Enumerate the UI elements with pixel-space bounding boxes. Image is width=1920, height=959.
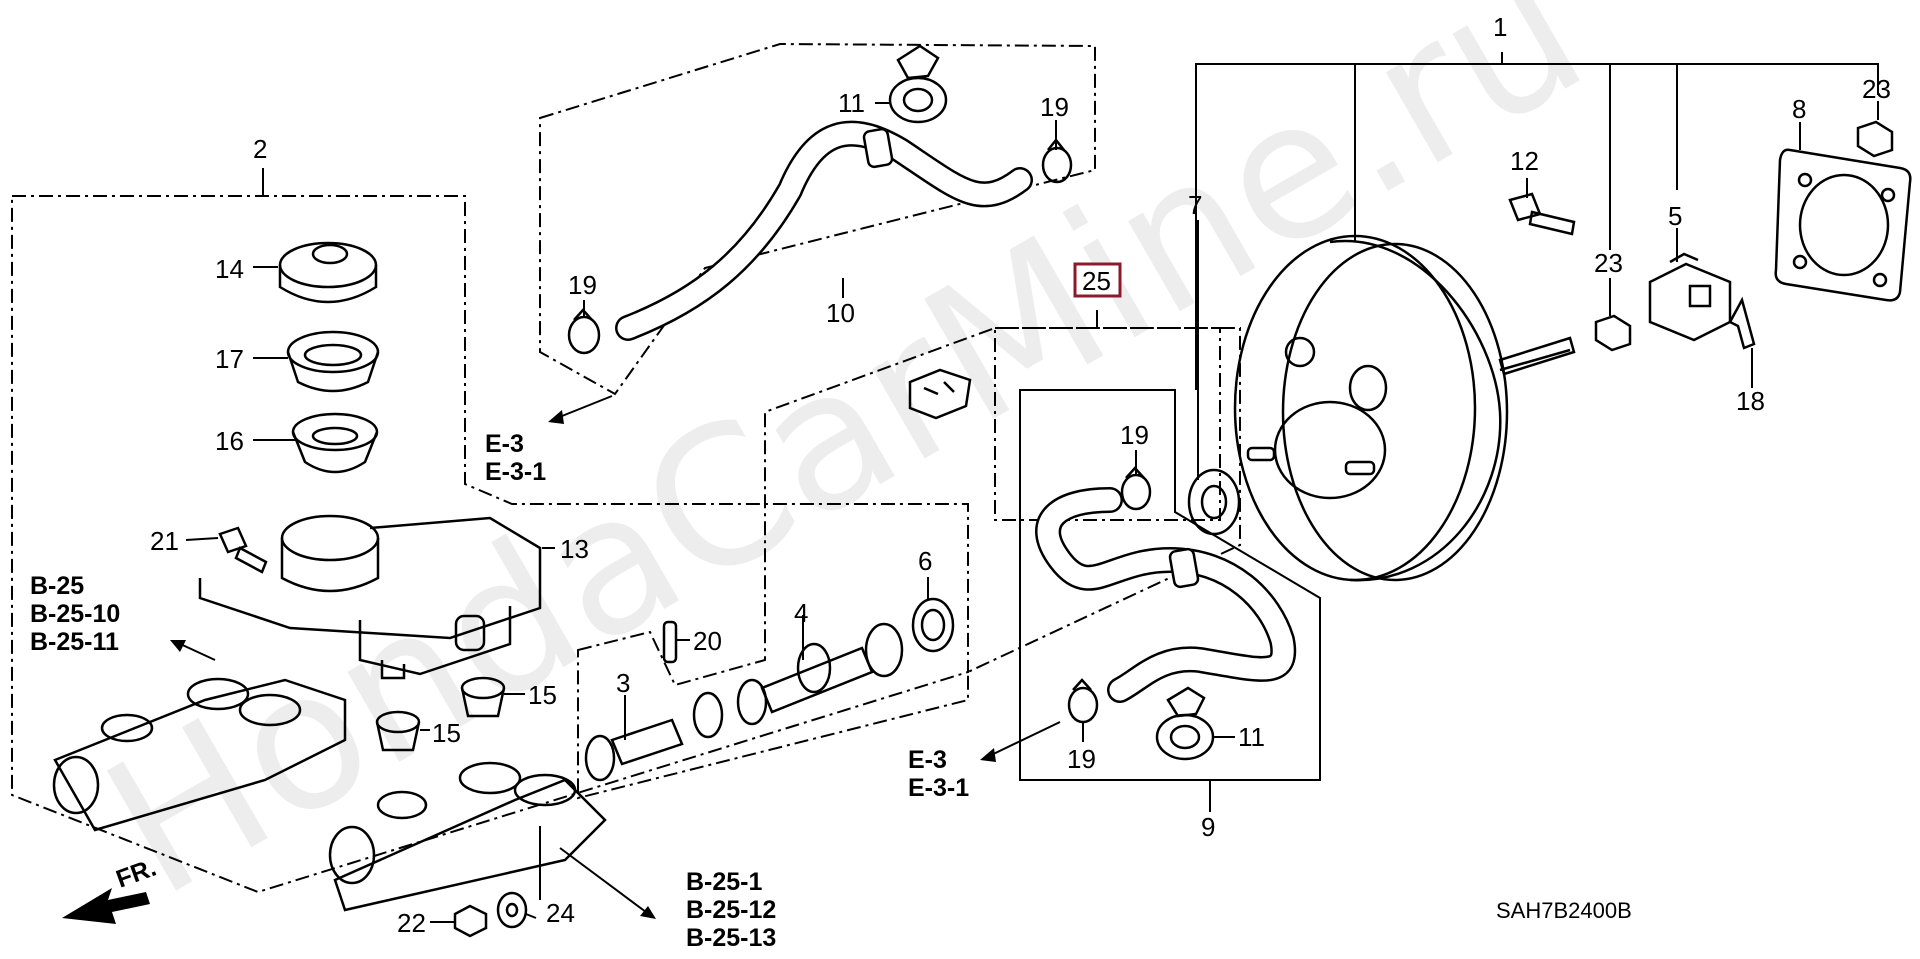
callout-18[interactable]: 18: [1736, 386, 1765, 416]
highlight-box-25[interactable]: [1073, 262, 1122, 298]
clamp-19-mid-lower: [1067, 678, 1099, 724]
bracket-5: [1648, 252, 1732, 342]
front-direction-indicator: FR.: [62, 854, 160, 924]
bolt-12: [1508, 192, 1576, 236]
grommet-15-lower: [375, 710, 421, 752]
filter-17: [286, 330, 380, 393]
callout-11-upper[interactable]: 11: [838, 88, 865, 118]
seal-16: [291, 412, 379, 474]
callout-6[interactable]: 6: [918, 546, 932, 576]
nut-22: [453, 904, 488, 938]
seal-6: [911, 597, 955, 653]
ref-e3-top[interactable]: E-3: [485, 430, 524, 458]
callout-1[interactable]: 1: [1493, 12, 1507, 42]
callout-15-upper[interactable]: 15: [528, 680, 557, 710]
clamp-11-upper: [888, 44, 948, 124]
master-cylinder-upper: [52, 677, 347, 832]
hose-10-group-box: [539, 42, 1096, 396]
callout-2[interactable]: 2: [253, 134, 267, 164]
clip-18: [1728, 296, 1756, 350]
ref-b25-10[interactable]: B-25-10: [30, 600, 120, 628]
callout-25[interactable]: 25: [1082, 266, 1111, 296]
callout-16[interactable]: 16: [215, 426, 244, 456]
vacuum-hose-9: [1035, 487, 1297, 703]
reservoir-cap-14: [278, 241, 378, 304]
reference-labels: E-3 E-3-1 E-3 E-3-1 B-25 B-25-10 B-25-11…: [30, 430, 969, 952]
ref-b25-12[interactable]: B-25-12: [686, 896, 776, 924]
callout-23-upper[interactable]: 23: [1862, 74, 1891, 104]
booster-gasket-plate: [1774, 148, 1912, 302]
ref-e3-mid[interactable]: E-3: [908, 746, 947, 774]
callout-24[interactable]: 24: [546, 898, 575, 928]
callout-19-upper-left[interactable]: 19: [568, 270, 597, 300]
callout-11-mid[interactable]: 11: [1238, 722, 1265, 752]
callout-13[interactable]: 13: [560, 534, 589, 564]
callout-4[interactable]: 4: [794, 598, 808, 628]
pin-20: [662, 620, 678, 664]
callout-8[interactable]: 8: [1792, 94, 1806, 124]
callout-23-lower[interactable]: 23: [1594, 248, 1623, 278]
washer-24: [496, 891, 528, 929]
callout-19-mid-lower[interactable]: 19: [1067, 744, 1096, 774]
hose-bracket-25: [908, 368, 972, 420]
grommet-15-upper: [460, 676, 506, 718]
nut-23-lower: [1594, 314, 1632, 352]
brake-booster: [1233, 234, 1576, 582]
callout-20[interactable]: 20: [693, 626, 722, 656]
clamp-11-mid: [1155, 686, 1215, 761]
grommet-7: [1187, 468, 1241, 536]
callout-3[interactable]: 3: [616, 668, 630, 698]
callout-15-lower[interactable]: 15: [432, 718, 461, 748]
piston-3: [584, 691, 724, 782]
leader-lines: [170, 52, 1879, 923]
callout-labels: 1 2 3 4 5 6 7 8 9 10 11 11 12 13 14 15 1…: [150, 12, 1891, 938]
check-valve-25-group-box: [994, 327, 1221, 521]
nut-23-upper: [1856, 120, 1894, 158]
bolt-21: [218, 526, 268, 574]
callout-12[interactable]: 12: [1510, 146, 1539, 176]
ref-b25-13[interactable]: B-25-13: [686, 924, 776, 952]
callout-17[interactable]: 17: [215, 344, 244, 374]
ref-b25[interactable]: B-25: [30, 572, 84, 600]
master-cylinder-lower: [328, 761, 607, 912]
callout-7[interactable]: 7: [1188, 190, 1202, 220]
ref-b25-1[interactable]: B-25-1: [686, 868, 763, 896]
callout-10[interactable]: 10: [826, 298, 855, 328]
piston-kit-group-box: [577, 327, 1241, 800]
callout-5[interactable]: 5: [1668, 201, 1682, 231]
ref-e3-1-mid[interactable]: E-3-1: [908, 774, 969, 802]
callout-21[interactable]: 21: [150, 526, 179, 556]
callout-9[interactable]: 9: [1201, 812, 1215, 842]
piston-4: [736, 622, 904, 726]
reservoir-13: [198, 514, 542, 680]
callout-19-mid-upper[interactable]: 19: [1120, 420, 1149, 450]
hose-9-group-box: [1019, 389, 1321, 781]
callout-22[interactable]: 22: [397, 908, 426, 938]
callout-14[interactable]: 14: [215, 254, 244, 284]
vacuum-hose-10: [615, 120, 1033, 341]
ref-e3-1-top[interactable]: E-3-1: [485, 458, 546, 486]
callout-19-upper-right[interactable]: 19: [1040, 92, 1069, 122]
diagram-code: SAH7B2400B: [1496, 898, 1632, 923]
ref-b25-11[interactable]: B-25-11: [30, 628, 119, 656]
